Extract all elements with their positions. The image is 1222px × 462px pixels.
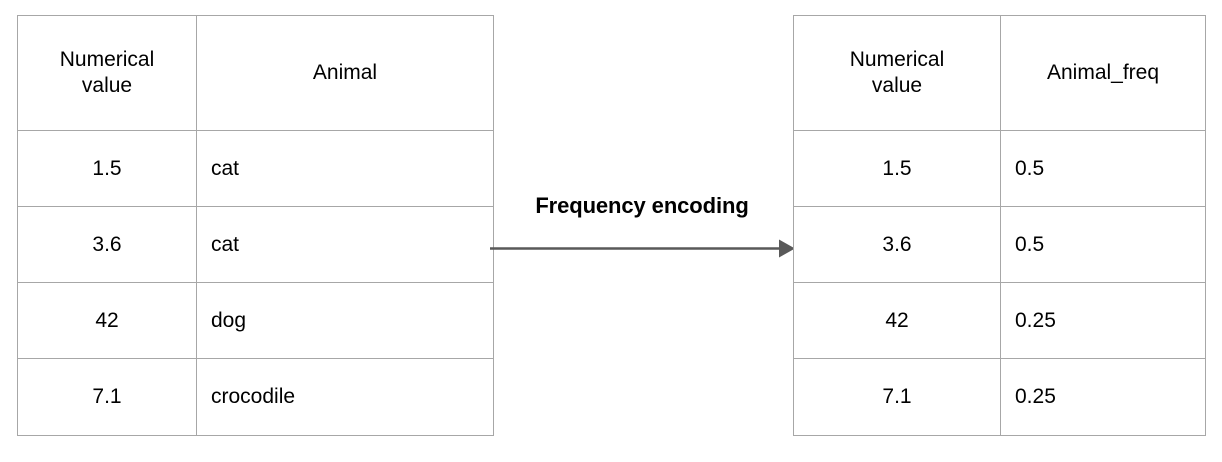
cell-numerical-value: 42 <box>17 282 197 359</box>
header-line-1: Numerical <box>849 48 945 72</box>
header-line-1: Animal <box>312 61 378 85</box>
cell-animal: crocodile <box>196 358 494 436</box>
transform-label: Frequency encoding <box>535 193 749 218</box>
header-cell-animal: Animal <box>196 15 494 131</box>
table-row: 7.1 0.25 <box>793 358 1206 436</box>
cell-numerical-value: 1.5 <box>793 130 1001 207</box>
table-row: 3.6 0.5 <box>793 206 1206 283</box>
source-table: Numerical value Animal 1.5 cat 3.6 cat 4… <box>17 15 494 436</box>
cell-numerical-value: 42 <box>793 282 1001 359</box>
header-cell-numerical-value: Numerical value <box>793 15 1001 131</box>
table-header-row: Numerical value Animal_freq <box>793 15 1206 131</box>
cell-numerical-value: 7.1 <box>17 358 197 436</box>
cell-animal-freq: 0.5 <box>1000 130 1206 207</box>
table-row: 42 0.25 <box>793 282 1206 359</box>
table-row: 42 dog <box>17 282 494 359</box>
cell-numerical-value: 3.6 <box>793 206 1001 283</box>
encoded-table: Numerical value Animal_freq 1.5 0.5 3.6 … <box>793 15 1206 436</box>
table-row: 7.1 crocodile <box>17 358 494 436</box>
cell-animal: cat <box>196 206 494 283</box>
header-line-2: value <box>81 74 133 97</box>
table-header-row: Numerical value Animal <box>17 15 494 131</box>
cell-animal: cat <box>196 130 494 207</box>
table-row: 1.5 cat <box>17 130 494 207</box>
cell-animal-freq: 0.5 <box>1000 206 1206 283</box>
header-line-1: Animal_freq <box>1046 61 1160 85</box>
header-cell-numerical-value: Numerical value <box>17 15 197 131</box>
table-row: 3.6 cat <box>17 206 494 283</box>
cell-animal-freq: 0.25 <box>1000 282 1206 359</box>
table-row: 1.5 0.5 <box>793 130 1206 207</box>
cell-animal: dog <box>196 282 494 359</box>
right-arrow-icon <box>490 239 795 258</box>
cell-numerical-value: 3.6 <box>17 206 197 283</box>
header-line-2: value <box>871 74 923 97</box>
cell-numerical-value: 1.5 <box>17 130 197 207</box>
header-cell-animal-freq: Animal_freq <box>1000 15 1206 131</box>
header-line-1: Numerical <box>59 48 155 72</box>
cell-animal-freq: 0.25 <box>1000 358 1206 436</box>
cell-numerical-value: 7.1 <box>793 358 1001 436</box>
